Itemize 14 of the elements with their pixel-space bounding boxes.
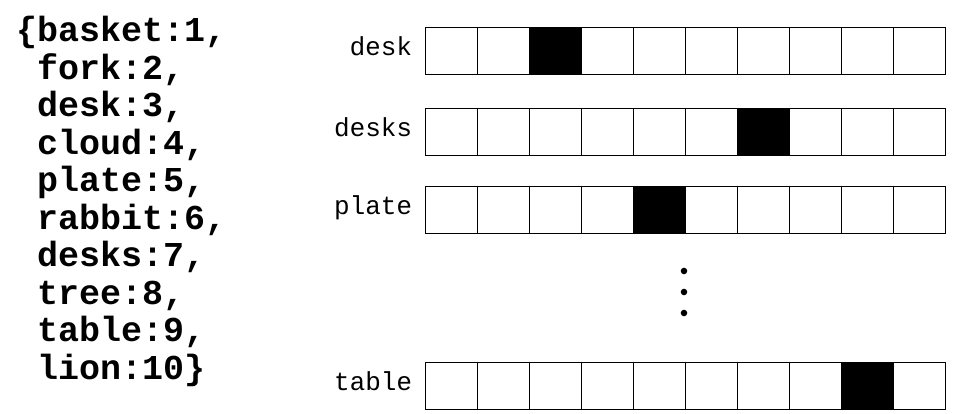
word-label: desks	[334, 114, 412, 144]
dictionary-entry: cloud:4,	[36, 126, 206, 164]
dictionary-entry: plate:5,	[36, 164, 206, 202]
dictionary-entry: lion:10}	[36, 352, 206, 389]
word-label: plate	[334, 192, 412, 222]
dictionary-entry: {basket:1,	[16, 14, 226, 52]
dictionary-entry: desks:7,	[36, 239, 206, 276]
dictionary-entry: fork:2,	[36, 52, 186, 89]
dictionary-entry: desk:3,	[36, 89, 186, 126]
dictionary-entry: table:9,	[36, 314, 206, 352]
dictionary-entry: rabbit:6,	[36, 202, 226, 239]
dictionary-entry: tree:8,	[36, 276, 186, 314]
word-label: table	[334, 368, 412, 398]
word-label: desk	[350, 33, 412, 63]
